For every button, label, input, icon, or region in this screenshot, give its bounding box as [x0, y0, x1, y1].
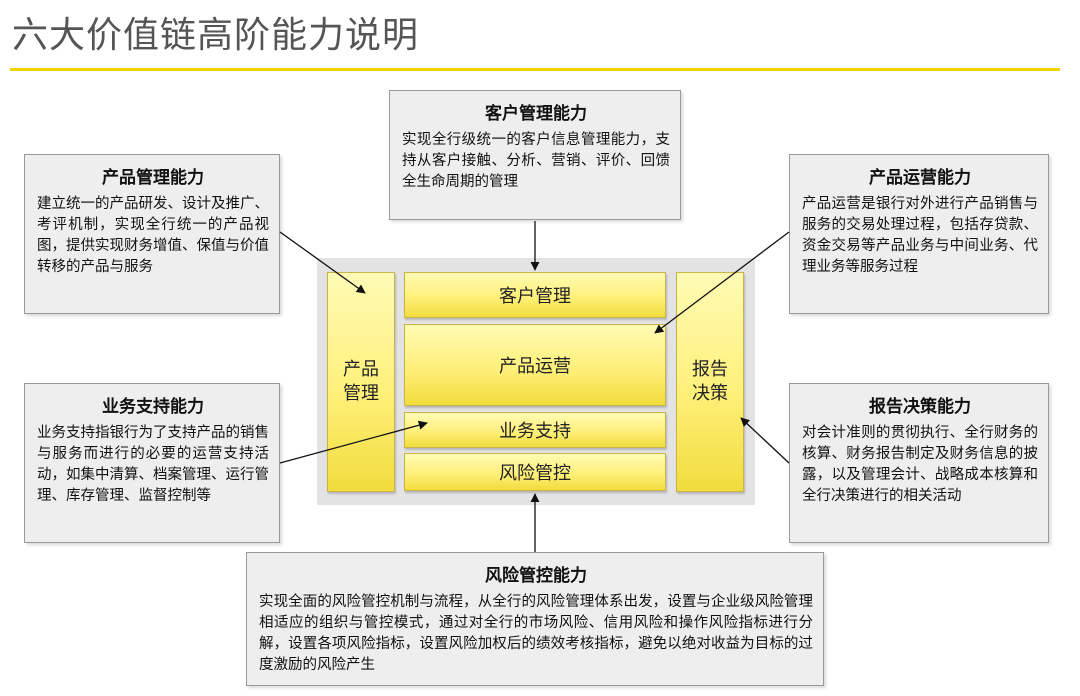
product-management-capability-title: 产品管理能力 [102, 168, 204, 188]
report-decision-capability-title: 报告决策能力 [869, 397, 971, 417]
core-customer-management: 客户管理 [404, 272, 666, 318]
risk-control-capability-box: 风险管控能力 实现全面的风险管控机制与流程，从全行的风险管理体系出发，设置与企业… [246, 552, 824, 686]
core-business-support: 业务支持 [404, 412, 666, 448]
product-management-capability-box: 产品管理能力 建立统一的产品研发、设计及推广、考评机制，实现全行统一的产品视图，… [24, 154, 280, 314]
business-support-capability-title: 业务支持能力 [102, 397, 204, 417]
arrow-business-support [279, 420, 428, 464]
business-support-capability-box: 业务支持能力 业务支持指银行为了支持产品的销售与服务而进行的必要的运营支持活动，… [24, 383, 280, 543]
risk-control-capability-desc: 实现全面的风险管控机制与流程，从全行的风险管理体系出发，设置与企业级风险管理相适… [259, 594, 813, 673]
report-decision-capability-desc: 对会计准则的贯彻执行、全行财务的核算、财务报告制定及财务信息的披露，以及管理会计… [802, 425, 1038, 504]
customer-capability-title: 客户管理能力 [485, 104, 587, 124]
arrow-product-management [279, 231, 366, 294]
page-title: 六大价值链高阶能力说明 [12, 15, 420, 56]
core-product-management: 产品 管理 [327, 272, 395, 492]
product-management-capability-desc: 建立统一的产品研发、设计及推广、考评机制，实现全行统一的产品视图，提供实现财务增… [37, 196, 269, 275]
arrow-product-operations [654, 231, 790, 334]
arrow-report-decision [740, 417, 790, 464]
product-operations-capability-desc: 产品运营是银行对外进行产品销售与服务的交易处理过程，包括存贷款、资金交易等产品业… [802, 196, 1038, 275]
report-decision-capability-box: 报告决策能力 对会计准则的贯彻执行、全行财务的核算、财务报告制定及财务信息的披露… [789, 383, 1049, 543]
product-operations-capability-box: 产品运营能力 产品运营是银行对外进行产品销售与服务的交易处理过程，包括存贷款、资… [789, 154, 1049, 314]
core-risk-control: 风险管控 [404, 453, 666, 491]
business-support-capability-desc: 业务支持指银行为了支持产品的销售与服务而进行的必要的运营支持活动，如集中清算、档… [37, 425, 269, 504]
title-underline [10, 68, 1060, 71]
risk-control-capability-title: 风险管控能力 [485, 566, 587, 586]
customer-capability-box: 客户管理能力 实现全行级统一的客户信息管理能力，支持从客户接触、分析、营销、评价… [389, 90, 681, 220]
customer-capability-desc: 实现全行级统一的客户信息管理能力，支持从客户接触、分析、营销、评价、回馈全生命周… [402, 132, 670, 190]
core-product-operations: 产品运营 [404, 324, 666, 406]
product-operations-capability-title: 产品运营能力 [869, 168, 971, 188]
